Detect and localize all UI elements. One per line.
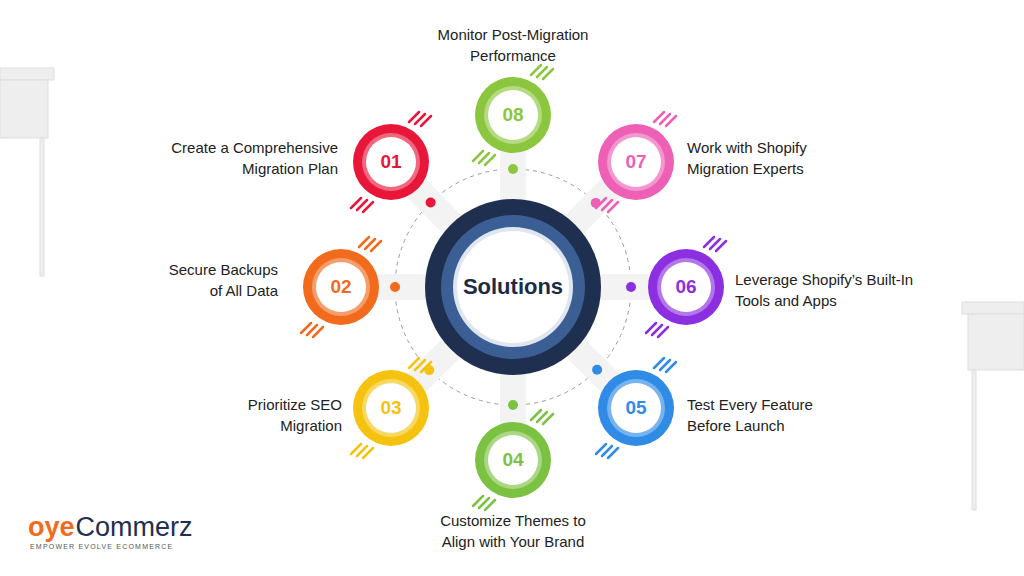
- step-number: 06: [648, 249, 724, 325]
- step-number: 02: [303, 249, 379, 325]
- window-blind-right: [962, 302, 1024, 510]
- step-number: 05: [598, 370, 674, 446]
- dashed-ring: [395, 169, 631, 405]
- center-circle: Solutions: [423, 197, 603, 377]
- center-title: Solutions: [423, 197, 603, 377]
- step-number: 08: [475, 77, 551, 153]
- spokes: [341, 115, 686, 460]
- ring-dots: [390, 164, 636, 410]
- logo-word: Commerz: [76, 512, 193, 543]
- step-caption: Create a Comprehensive Migration Plan: [158, 137, 338, 179]
- step-circle: 07Work with Shopify Migration Experts: [598, 124, 674, 200]
- step-circle: 05Test Every Feature Before Launch: [598, 370, 674, 446]
- step-caption: Test Every Feature Before Launch: [687, 394, 842, 436]
- step-number: 07: [598, 124, 674, 200]
- step-circle: 01Create a Comprehensive Migration Plan: [353, 124, 429, 200]
- window-blind-left: [0, 68, 54, 276]
- step-circle: 04Customize Themes to Align with Your Br…: [475, 422, 551, 498]
- step-caption: Customize Themes to Align with Your Bran…: [423, 510, 603, 552]
- step-caption: Secure Backups of All Data: [160, 259, 278, 301]
- step-number: 04: [475, 422, 551, 498]
- step-caption: Monitor Post-Migration Performance: [423, 24, 603, 66]
- step-caption: Prioritize SEO Migration: [218, 394, 342, 436]
- step-number: 03: [353, 370, 429, 446]
- logo-tagline: EMPOWER EVOLVE ECOMMERCE: [30, 543, 173, 550]
- step-caption: Work with Shopify Migration Experts: [687, 137, 857, 179]
- step-circle: 03Prioritize SEO Migration: [353, 370, 429, 446]
- logo-mark: oye: [28, 512, 75, 543]
- step-number: 01: [353, 124, 429, 200]
- slash-marks: [301, 65, 726, 510]
- step-circle: 08Monitor Post-Migration Performance: [475, 77, 551, 153]
- step-caption: Leverage Shopify’s Built-In Tools and Ap…: [735, 269, 915, 311]
- step-circle: 06Leverage Shopify’s Built-In Tools and …: [648, 249, 724, 325]
- step-circle: 02Secure Backups of All Data: [303, 249, 379, 325]
